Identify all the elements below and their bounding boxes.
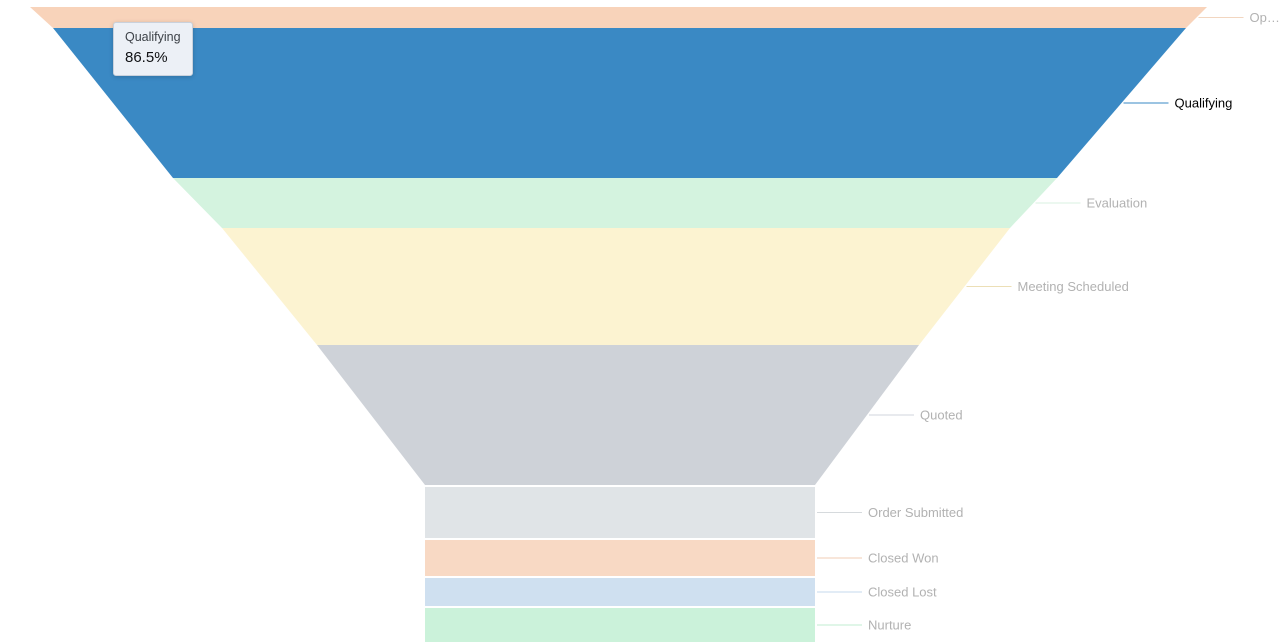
funnel-segment-qualifying[interactable] xyxy=(53,28,1186,178)
stage-label-closed-lost[interactable]: Closed Lost xyxy=(868,585,937,600)
funnel-segment-closed-won[interactable] xyxy=(425,540,815,576)
funnel-segment-meeting-scheduled[interactable] xyxy=(222,228,1010,345)
stage-label-qualifying[interactable]: Qualifying xyxy=(1175,96,1233,111)
stage-label-order-submitted[interactable]: Order Submitted xyxy=(868,505,963,520)
stage-label-quoted[interactable]: Quoted xyxy=(920,408,963,423)
funnel-segment-evaluation[interactable] xyxy=(173,178,1057,228)
funnel-segment-nurture[interactable] xyxy=(425,608,815,642)
stage-label-evaluation[interactable]: Evaluation xyxy=(1087,196,1148,211)
stage-label-nurture[interactable]: Nurture xyxy=(868,618,911,633)
stage-label-op[interactable]: Op… xyxy=(1250,10,1280,25)
funnel-segment-order-submitted[interactable] xyxy=(425,487,815,538)
funnel-segment-closed-lost[interactable] xyxy=(425,578,815,606)
funnel-segment-op[interactable] xyxy=(30,7,1207,28)
stage-label-closed-won[interactable]: Closed Won xyxy=(868,551,939,566)
funnel-segment-quoted[interactable] xyxy=(317,345,919,485)
stage-label-meeting-scheduled[interactable]: Meeting Scheduled xyxy=(1018,279,1129,294)
